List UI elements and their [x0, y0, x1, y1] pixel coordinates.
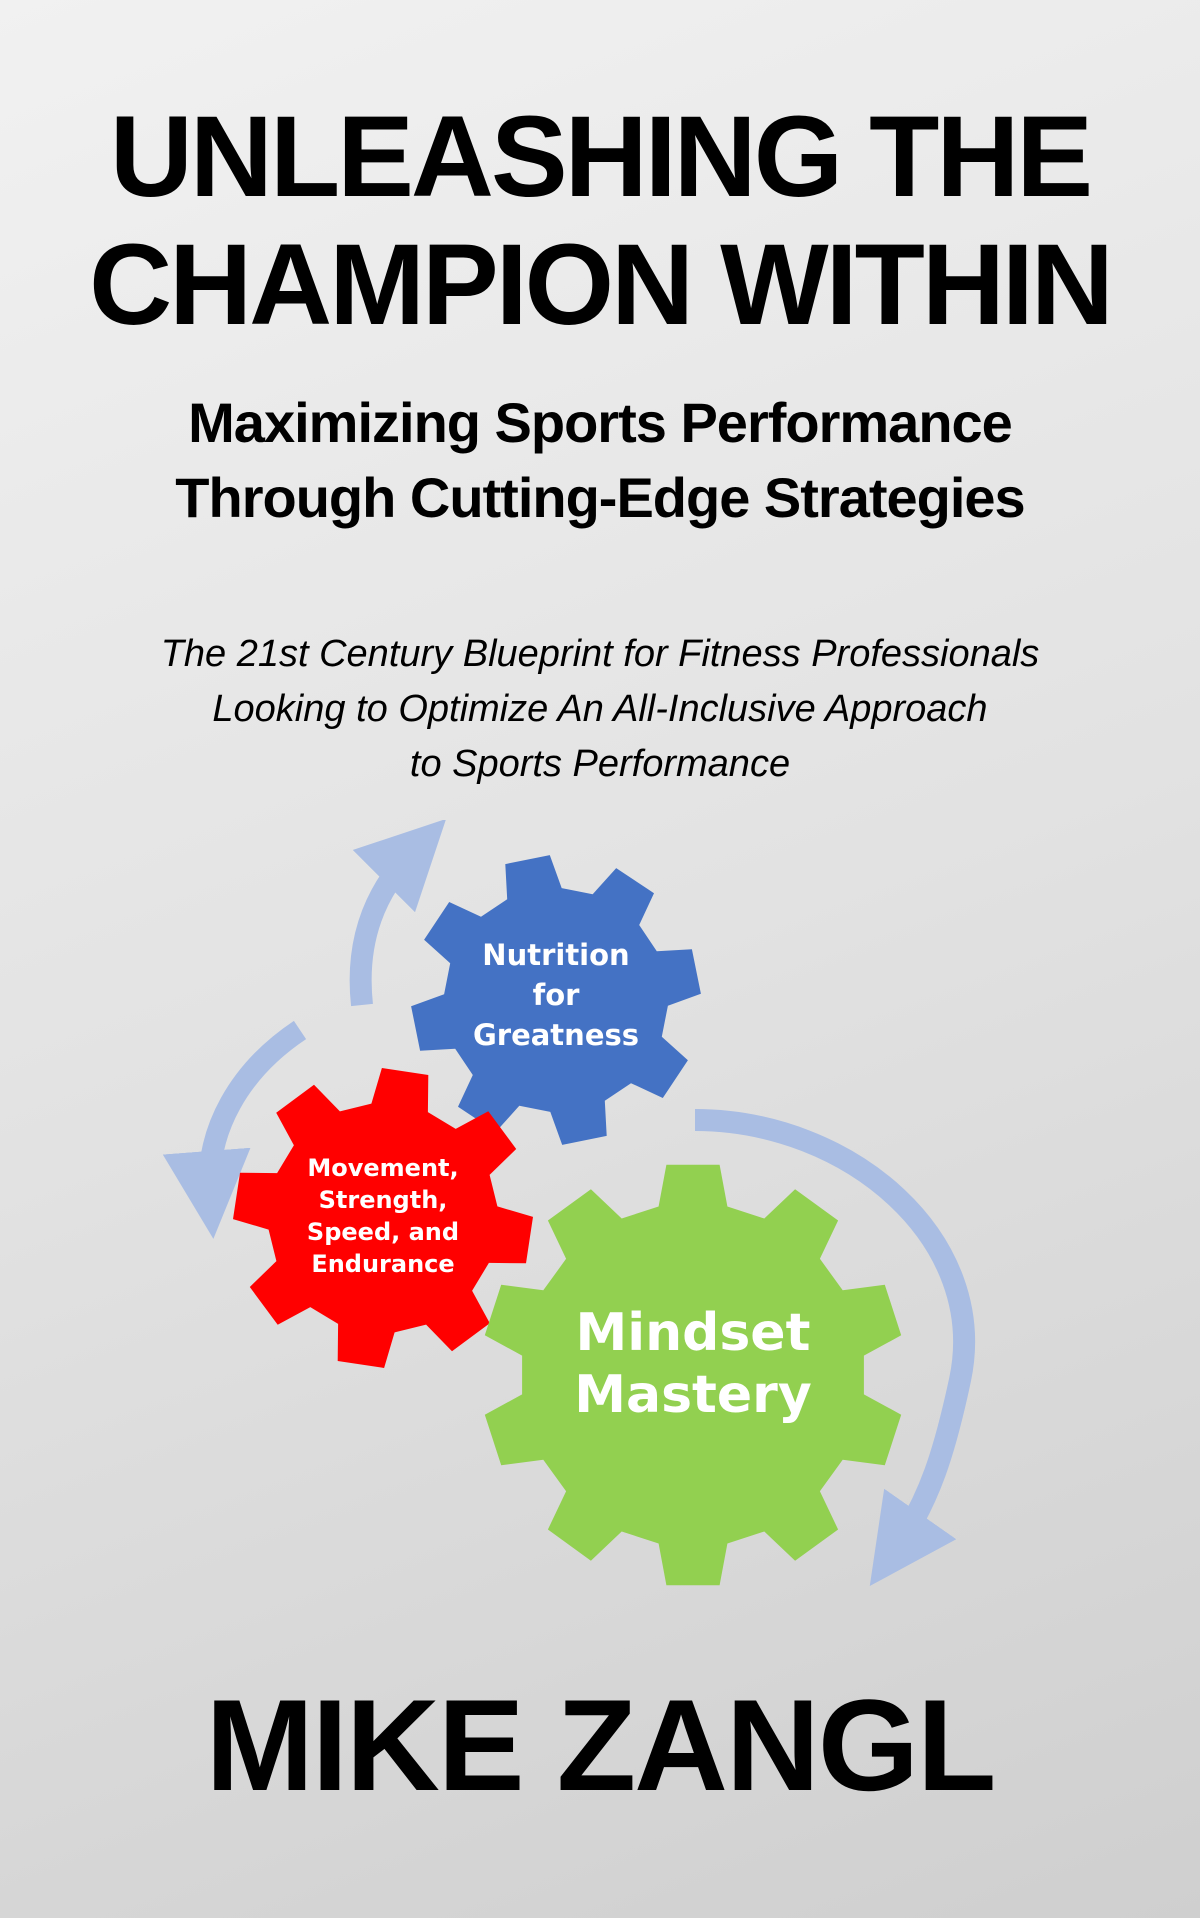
tagline-line-2: Looking to Optimize An All-Inclusive App… [0, 690, 1200, 728]
tagline-text: to Sports Performance [409, 743, 791, 785]
gear-label: Speed, and [307, 1218, 459, 1246]
gears-diagram: Nutrition for Greatness Movement, Streng… [162, 820, 976, 1587]
gear-mindset-shape [484, 1164, 902, 1586]
subtitle-text: Through Cutting-Edge Strategies [175, 466, 1025, 529]
gear-label: Mastery [574, 1365, 811, 1425]
gear-label: for [533, 978, 581, 1012]
tagline-line-1: The 21st Century Blueprint for Fitness P… [0, 635, 1200, 673]
cycle-arrow-left [162, 1020, 307, 1239]
cycle-arrow-top [349, 820, 447, 1007]
title-text: UNLEASHING THE [109, 93, 1093, 221]
tagline-text: Looking to Optimize An All-Inclusive App… [212, 688, 988, 730]
title-line-1: UNLEASHING THE [0, 100, 1200, 215]
subtitle-text: Maximizing Sports Performance [188, 391, 1013, 454]
author-name: MIKE ZANGL [0, 1680, 1200, 1810]
gear-label: Movement, [307, 1154, 458, 1182]
gear-label: Mindset [576, 1303, 811, 1363]
title-text: CHAMPION WITHIN [89, 221, 1114, 349]
cycle-arrow-right [694, 1109, 976, 1587]
gear-nutrition-shape [411, 855, 701, 1145]
gear-label: Nutrition [482, 938, 629, 972]
gear-label: Strength, [319, 1186, 448, 1214]
tagline-text: The 21st Century Blueprint for Fitness P… [160, 633, 1040, 675]
gear-label: Endurance [311, 1250, 454, 1278]
author-text: MIKE ZANGL [205, 1672, 997, 1818]
subtitle-line-2: Through Cutting-Edge Strategies [0, 470, 1200, 526]
gear-movement-shape [233, 1068, 533, 1368]
tagline-line-3: to Sports Performance [0, 745, 1200, 783]
subtitle-line-1: Maximizing Sports Performance [0, 395, 1200, 451]
nutrition-gear: Nutrition for Greatness [411, 855, 701, 1145]
movement-gear: Movement, Strength, Speed, and Endurance [233, 1068, 533, 1368]
mindset-gear: Mindset Mastery [484, 1164, 902, 1586]
gear-label: Greatness [473, 1018, 639, 1052]
title-line-2: CHAMPION WITHIN [0, 228, 1200, 343]
